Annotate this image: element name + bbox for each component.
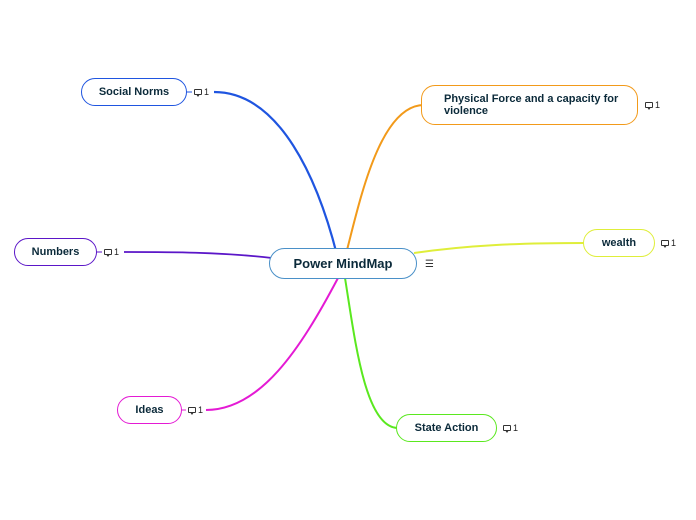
node-label: Physical Force and a capacity for violen… (444, 93, 619, 117)
connector-wealth (413, 242, 586, 254)
comment-icon (188, 407, 196, 415)
node-label: Ideas (135, 404, 164, 416)
connector-physical-force (346, 104, 425, 251)
connector-social-norms (213, 90, 339, 256)
node-label: State Action (414, 422, 479, 434)
note-count: 1 (671, 238, 677, 248)
comment-icon (194, 89, 202, 97)
center-node[interactable]: Power MindMap (269, 248, 417, 279)
node-label: Numbers (31, 246, 80, 258)
note-badge-state-action[interactable]: 1 (503, 423, 518, 433)
note-badge-social-norms[interactable]: 1 (194, 87, 209, 97)
note-count: 1 (198, 405, 204, 415)
node-label: wealth (601, 237, 637, 249)
comment-icon (645, 102, 653, 110)
connector-ideas (205, 277, 339, 411)
center-node-label: Power MindMap (293, 255, 393, 271)
node-state-action[interactable]: State Action (396, 414, 497, 442)
note-badge-wealth[interactable]: 1 (661, 238, 676, 248)
node-wealth[interactable]: wealth (583, 229, 655, 257)
note-badge-numbers[interactable]: 1 (104, 247, 119, 257)
node-physical-force[interactable]: Physical Force and a capacity for violen… (421, 85, 638, 125)
node-social-norms[interactable]: Social Norms (81, 78, 187, 106)
note-badge-ideas[interactable]: 1 (188, 405, 203, 415)
node-ideas[interactable]: Ideas (117, 396, 182, 424)
connector-state-action (344, 277, 399, 429)
comment-icon (661, 240, 669, 248)
comment-icon (104, 249, 112, 257)
hamburger-menu-icon[interactable]: ☰ (425, 259, 434, 270)
connector-numbers (123, 251, 273, 259)
node-label: Social Norms (98, 86, 170, 98)
note-count: 1 (204, 87, 210, 97)
note-count: 1 (114, 247, 120, 257)
node-numbers[interactable]: Numbers (14, 238, 97, 266)
comment-icon (503, 425, 511, 433)
note-count: 1 (655, 100, 661, 110)
note-count: 1 (513, 423, 519, 433)
note-badge-physical-force[interactable]: 1 (645, 100, 660, 110)
